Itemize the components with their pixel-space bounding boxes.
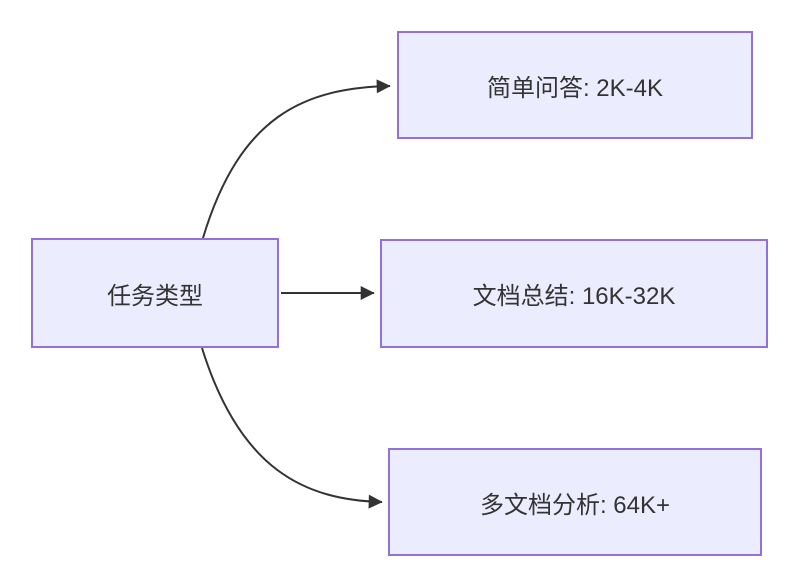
node-doc-summary-label: 文档总结: 16K-32K — [472, 283, 676, 310]
node-multi-doc-label: 多文档分析: 64K+ — [479, 491, 671, 519]
node-task-type: 任务类型 — [31, 238, 279, 348]
node-multi-doc: 多文档分析: 64K+ — [388, 448, 762, 556]
node-doc-summary: 文档总结: 16K-32K — [380, 239, 768, 348]
node-simple-qa: 简单问答: 2K-4K — [397, 31, 753, 139]
edge-task-type-to-multi-doc — [201, 347, 383, 509]
node-task-type-label: 任务类型 — [107, 282, 203, 310]
node-simple-qa-label: 简单问答: 2K-4K — [486, 74, 664, 102]
edge-task-type-to-simple-qa — [202, 79, 391, 239]
